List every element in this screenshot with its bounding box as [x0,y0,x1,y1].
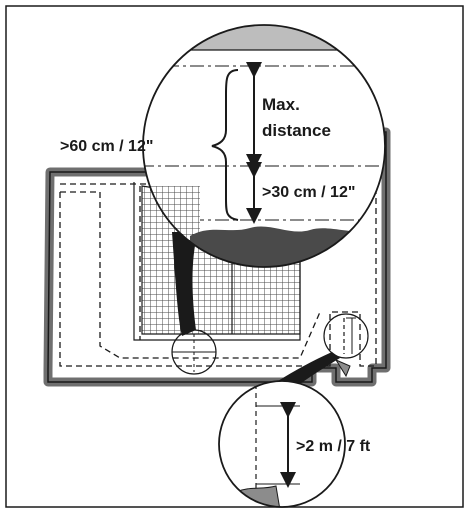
label-min-wire: >30 cm / 12" [262,184,355,201]
label-max-line2: distance [262,121,331,140]
corridor-marker [323,313,369,378]
label-corridor: >2 m / 7 ft [296,438,371,455]
frame-border [5,5,464,508]
boundary-wire [59,143,377,367]
zoom-connector-top [172,232,198,336]
label-min-fence: >60 cm / 12" [60,138,153,155]
obstacle-outline [133,182,301,341]
label-max-line1: Max. [262,95,300,114]
fence-distance-brace [211,69,239,221]
